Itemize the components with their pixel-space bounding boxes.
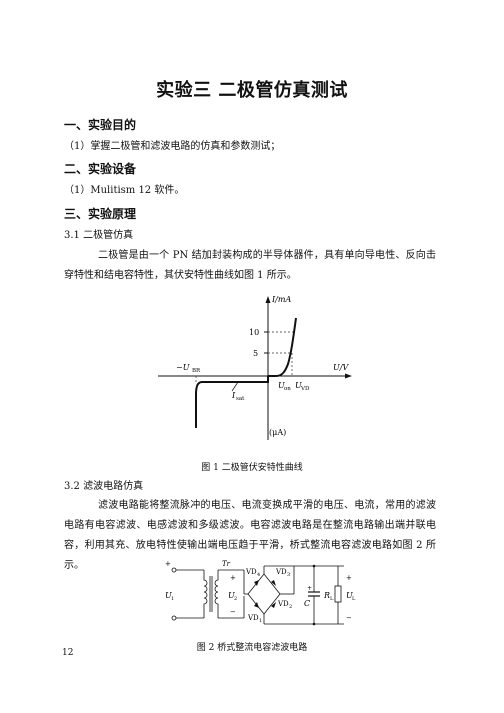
figure-2-caption: 图 2 桥式整流电容滤波电路: [196, 643, 308, 653]
rl-subscript: L: [330, 596, 334, 602]
uon-label: U: [278, 381, 285, 390]
section-heading-equipment: 二、实验设备: [64, 162, 137, 176]
equipment-item-1: （1）Mulitism 12 软件。: [64, 185, 185, 196]
tick-label-5: 5: [253, 349, 258, 358]
page-number: 12: [62, 648, 74, 658]
vd2-label: VD: [277, 600, 289, 608]
y-axis-arrow: [265, 296, 271, 303]
load-resistor: [334, 585, 342, 603]
ubr-label: −U: [176, 363, 190, 372]
bridge-rectifier-figure: Tr U 1 + U 2 + − VD 4 VD 3 VD 2 VD 1 C +…: [165, 560, 356, 626]
tr-label: Tr: [222, 560, 231, 568]
forward-curve: [268, 317, 297, 377]
uvd-subscript: VD: [300, 386, 310, 392]
reverse-unit-label: (μA): [269, 428, 286, 437]
rl-label: R: [323, 591, 330, 600]
subsection-filter-simulation: 3.2 滤波电路仿真: [64, 481, 144, 492]
section-heading-purpose: 一、实验目的: [64, 118, 137, 132]
diode-vd4: [254, 580, 259, 586]
isat-label: I: [231, 391, 236, 400]
section-heading-principle: 三、实验原理: [64, 207, 137, 221]
purpose-item-1: （1）掌握二极管和滤波电路的仿真和参数测试；: [64, 141, 281, 152]
u2-label: U: [228, 591, 235, 600]
x-axis-label: U/V: [333, 363, 349, 372]
uvd-label: U: [295, 381, 302, 390]
tick-label-10: 10: [249, 328, 259, 337]
diode-vd1: [254, 602, 259, 608]
junction: [312, 564, 316, 568]
junction: [312, 622, 316, 626]
subsection-diode-simulation: 3.1 二极管仿真: [64, 230, 134, 241]
ubr-subscript: BR: [192, 368, 201, 374]
vd4-label: VD: [245, 568, 257, 576]
diode-iv-curve-figure: I/mA U/V 5 10 −U BR I sat U on U VD (μA): [158, 295, 352, 440]
isat-leader: [231, 381, 239, 392]
vd3-label: VD: [275, 568, 287, 576]
u2-subscript: 2: [234, 596, 237, 602]
page-title: 实验三 二极管仿真测试: [156, 80, 348, 101]
ul-subscript: L: [352, 596, 356, 602]
paragraph-filter: 滤波电路能将整流脉冲的电压、电流变换成平滑的电压、电流，常用的滤波电路有电容滤波…: [64, 500, 436, 571]
ul-label: U: [346, 591, 353, 600]
u2-minus: −: [230, 608, 236, 616]
ul-plus: +: [346, 574, 352, 582]
y-axis-label: I/mA: [271, 295, 291, 304]
bridge-outline: [247, 573, 281, 615]
u1-plus: +: [165, 560, 171, 568]
u2-plus: +: [230, 574, 236, 582]
transformer-primary: [203, 570, 208, 618]
reverse-curve: [195, 376, 269, 428]
vd1-label: VD: [247, 614, 259, 622]
vd2-subscript: 2: [289, 604, 292, 610]
isat-subscript: sat: [236, 396, 245, 402]
u1-label: U: [165, 591, 172, 600]
diode-vd3: [271, 580, 276, 586]
paragraph-diode: 二极管是由一个 PN 结加封装构成的半导体器件，具有单向导电性、反向击穿特性和结…: [64, 250, 436, 281]
vd3-subscript: 3: [287, 572, 290, 578]
capacitor-plus: +: [307, 585, 312, 592]
vd1-subscript: 1: [259, 618, 262, 624]
input-terminal-bottom: [171, 615, 177, 621]
diode-vd2: [271, 602, 276, 608]
uon-subscript: on: [284, 386, 291, 392]
vd4-subscript: 4: [257, 572, 260, 578]
u1-subscript: 1: [171, 596, 174, 602]
input-terminal-top: [171, 567, 177, 573]
ul-minus: −: [346, 614, 352, 622]
figure-1-caption: 图 1 二极管伏安特性曲线: [201, 463, 303, 473]
x-axis-arrow: [345, 373, 352, 379]
capacitor-label: C: [304, 599, 310, 608]
transformer-secondary: [214, 570, 219, 618]
